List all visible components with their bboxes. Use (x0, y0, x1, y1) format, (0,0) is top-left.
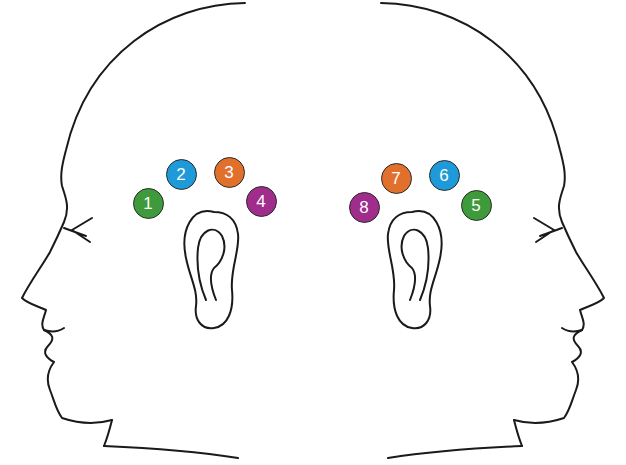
head-profile (22, 3, 245, 458)
callout-number: 1 (143, 195, 152, 212)
callout-circle: 5 (461, 190, 492, 221)
eye-mark (534, 218, 562, 242)
callout-number: 3 (224, 164, 233, 181)
callout-circle: 8 (349, 192, 380, 223)
callout-circle: 7 (381, 163, 412, 194)
callout-number: 6 (439, 167, 448, 184)
neck-line (514, 420, 522, 446)
callout-number: 4 (256, 193, 265, 210)
ear-outline (388, 211, 442, 328)
head-outline (22, 3, 245, 423)
callout-circle: 6 (429, 160, 460, 191)
shoulder-line (104, 446, 238, 458)
shoulder-line (388, 446, 522, 458)
ear-inner (197, 230, 224, 300)
ear-outline (184, 211, 238, 328)
neck-line (104, 420, 112, 446)
callout-circle: 1 (133, 188, 164, 219)
callout-number: 5 (471, 197, 480, 214)
callout-number: 2 (176, 166, 185, 183)
callout-number: 7 (391, 170, 400, 187)
callout-circle: 4 (246, 186, 277, 217)
ear-inner (402, 230, 429, 300)
lip-line (562, 328, 582, 331)
head-profile (381, 3, 604, 458)
lip-line (44, 328, 64, 331)
callout-circle: 3 (214, 157, 245, 188)
head-outline (381, 3, 604, 423)
eye-mark (64, 218, 92, 242)
callout-circle: 2 (166, 159, 197, 190)
callout-number: 8 (359, 199, 368, 216)
